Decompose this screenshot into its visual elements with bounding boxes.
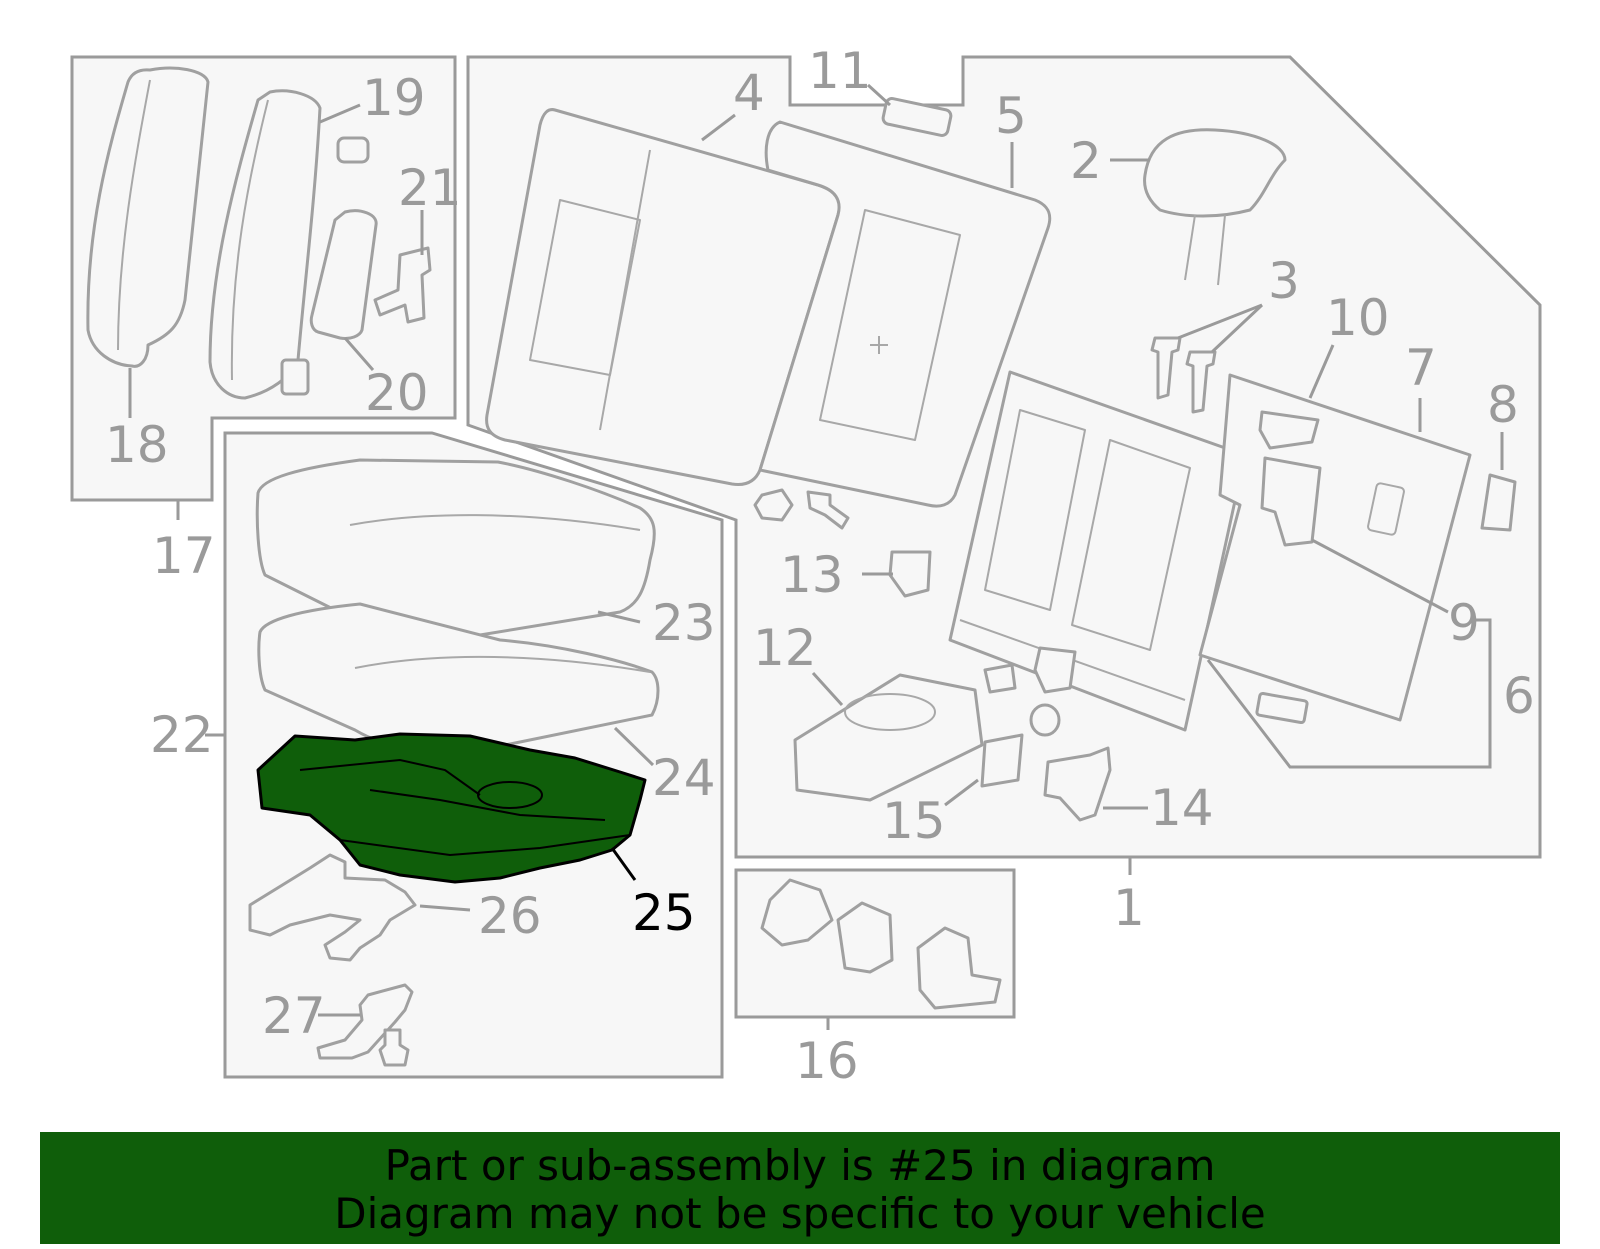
part-seatback-left-seam <box>599 149 651 431</box>
part-8-clip <box>1480 473 1517 532</box>
leader-23 <box>597 610 641 624</box>
callout-23: 23 <box>652 594 716 652</box>
part-12-console <box>793 673 984 802</box>
callout-19: 19 <box>362 69 426 127</box>
part-small-latch <box>983 663 1017 694</box>
part-nut <box>753 488 794 522</box>
callout-15: 15 <box>882 792 946 850</box>
part-20-pad <box>309 209 378 340</box>
part-14-bracket <box>1043 746 1112 822</box>
callout-26: 26 <box>478 887 542 945</box>
leader-9 <box>1311 538 1449 614</box>
part-23-cushion-seam <box>349 514 641 531</box>
callout-10: 10 <box>1326 289 1390 347</box>
part-seatback-right <box>758 120 1052 508</box>
part-13-bracket <box>888 550 932 598</box>
part-16-hinge-b <box>836 901 894 974</box>
callout-16: 16 <box>795 1032 859 1090</box>
callout-3: 3 <box>1268 252 1300 310</box>
part-25-seat-pan-detail-3 <box>339 834 631 857</box>
banner-line-1: Part or sub-assembly is #25 in diagram <box>384 1141 1216 1190</box>
leader-25 <box>610 847 637 881</box>
part-19-clip <box>336 136 370 164</box>
part-small-bushing <box>1029 703 1061 737</box>
callout-12: 12 <box>753 619 817 677</box>
part-7-slot <box>1367 482 1405 536</box>
part-27-bracket <box>316 983 414 1060</box>
leader-20 <box>343 337 375 371</box>
part-25-seat-pan-detail-1 <box>299 758 481 796</box>
part-2-post-right <box>1217 214 1226 286</box>
leader-3b <box>1210 303 1264 354</box>
part-21-bracket <box>373 246 432 324</box>
info-banner: Part or sub-assembly is #25 in diagram D… <box>40 1132 1560 1244</box>
callout-2: 2 <box>1070 132 1102 190</box>
callout-5: 5 <box>995 87 1027 145</box>
part-small-bracket-a <box>1033 646 1077 694</box>
group-box-6 <box>1206 618 1492 769</box>
banner-line-2: Diagram may not be specific to your vehi… <box>334 1189 1266 1238</box>
callout-20: 20 <box>365 364 429 422</box>
part-19-seatback-cover-right <box>208 89 322 400</box>
part-16-hinge-c <box>916 926 1002 1010</box>
part-bolt <box>806 490 850 530</box>
part-11-trim <box>881 97 953 137</box>
part-27-bolt <box>378 1028 410 1067</box>
part-12-cupholder <box>844 693 936 731</box>
callout-24: 24 <box>652 749 716 807</box>
callout-14: 14 <box>1150 779 1214 837</box>
part-seat-frame-inner-1 <box>984 409 1086 611</box>
part-3-guide-right <box>1185 350 1217 414</box>
callout-9: 9 <box>1448 594 1480 652</box>
part-19-inner-line <box>230 99 269 381</box>
callout-1: 1 <box>1113 879 1145 937</box>
leader-26 <box>419 904 471 912</box>
leader-19 <box>319 103 361 124</box>
part-15-plate <box>980 733 1024 788</box>
part-16-hinge-a <box>760 878 834 947</box>
part-25-seat-pan-hole <box>477 781 543 809</box>
leader-3a <box>1177 303 1263 340</box>
part-9-latch-bracket <box>1260 456 1322 547</box>
callout-22: 22 <box>150 706 214 764</box>
leader-15 <box>944 778 979 807</box>
part-26-bracket <box>248 853 417 962</box>
callout-21: 21 <box>398 159 462 217</box>
callout-13: 13 <box>780 546 844 604</box>
part-seatback-right-panel <box>819 209 961 441</box>
part-2-headrest <box>1143 128 1287 218</box>
callout-25: 25 <box>632 884 696 942</box>
part-25-seat-pan-detail-2 <box>369 789 606 821</box>
leader-12 <box>811 671 844 707</box>
part-10-latch <box>1258 410 1320 450</box>
part-25-seat-pan <box>256 732 647 884</box>
part-3-guide-left <box>1150 336 1182 400</box>
callout-6: 6 <box>1503 667 1535 725</box>
part-seatback-right-mark <box>870 336 888 354</box>
callout-7: 7 <box>1405 339 1437 397</box>
part-strap <box>1255 691 1309 725</box>
leader-10 <box>1308 344 1335 399</box>
leader-11 <box>866 83 892 107</box>
part-18-seatback-cover-left <box>86 66 210 368</box>
part-seat-frame-inner-2 <box>1071 439 1191 651</box>
callout-18: 18 <box>105 416 169 474</box>
callout-11: 11 <box>808 42 872 100</box>
callout-4: 4 <box>733 64 765 122</box>
leader-24 <box>613 726 655 767</box>
part-24-cushion-seam <box>354 655 651 673</box>
leader-4 <box>701 113 736 142</box>
callout-27: 27 <box>262 987 326 1045</box>
callout-17: 17 <box>152 527 216 585</box>
callout-8: 8 <box>1487 376 1519 434</box>
part-2-post-left <box>1184 214 1196 281</box>
part-24-cushion-pad <box>257 602 660 755</box>
part-small-clip-17 <box>280 358 310 396</box>
part-18-inner-line <box>117 79 151 351</box>
